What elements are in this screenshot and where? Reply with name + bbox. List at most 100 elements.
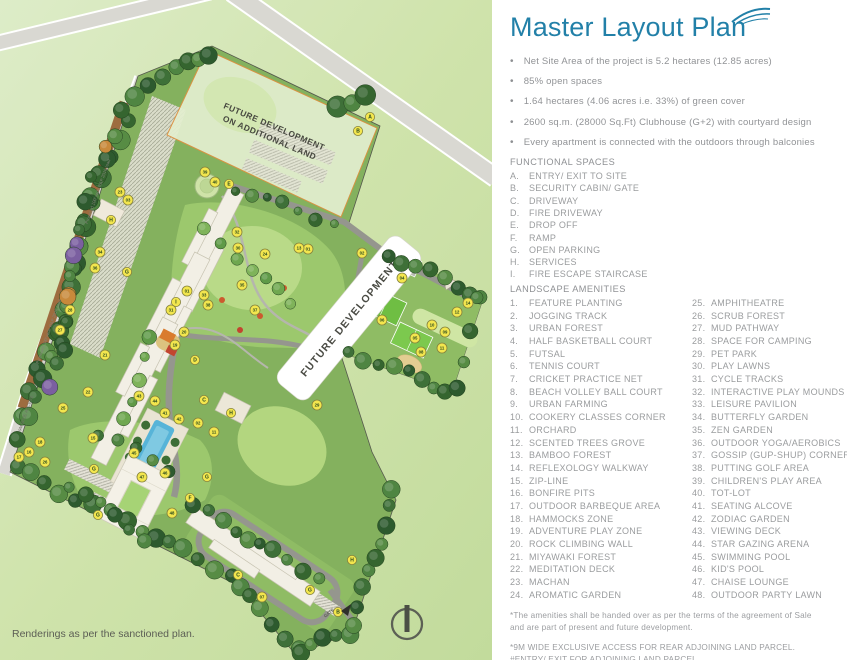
item-number: 39.: [692, 475, 706, 486]
amenity-item: 6. TENNIS COURT: [510, 360, 841, 373]
item-label: DRIVEWAY: [529, 195, 579, 206]
item-label: FIRE DRIVEWAY: [529, 207, 603, 218]
bullet-text: 1.64 hectares (4.06 acres i.e. 33%) of g…: [523, 96, 745, 108]
map-badge: 17: [13, 451, 25, 463]
item-key: D.: [510, 207, 520, 218]
svg-text:39: 39: [203, 170, 208, 175]
svg-text:21: 21: [103, 353, 108, 358]
map-badge: 13: [293, 242, 305, 254]
svg-text:10: 10: [430, 323, 435, 328]
map-badge: G: [201, 471, 212, 482]
svg-text:29: 29: [315, 403, 320, 408]
item-label: ORCHARD: [529, 424, 577, 435]
item-label: AMPHITHEATRE: [711, 297, 785, 308]
map-badge: I: [170, 296, 181, 307]
svg-text:40: 40: [213, 180, 218, 185]
map-badge: 27: [54, 324, 66, 336]
item-number: 11.: [510, 424, 523, 435]
item-label: MEDITATION DECK: [529, 564, 616, 575]
gate-label: GATE: [323, 607, 335, 618]
svg-text:37: 37: [253, 308, 258, 313]
map-badge: B: [352, 126, 363, 137]
amenities-column-2: 25. AMPHITHEATRE 26. SCRUB FOREST 27. MU…: [692, 297, 847, 602]
item-number: 3.: [510, 323, 519, 334]
map-badge: 10: [426, 319, 438, 331]
map-badge: 23: [114, 186, 126, 198]
functional-space-item: E. DROP OFF: [510, 219, 841, 231]
item-label: PET PARK: [711, 348, 758, 359]
item-number: 22.: [510, 564, 524, 575]
item-label: DROP OFF: [529, 220, 578, 231]
map-badge: 19: [169, 339, 181, 351]
functional-space-item: D. FIRE DRIVEWAY: [510, 207, 841, 219]
item-number: 29.: [692, 348, 706, 359]
map-badge: F: [184, 492, 195, 503]
map-badge: 28: [64, 304, 76, 316]
amenity-item: 30. PLAY LAWNS: [692, 360, 847, 373]
svg-text:H: H: [229, 411, 233, 417]
map-badge: 15: [87, 432, 99, 444]
item-number: 28.: [692, 336, 706, 347]
svg-text:G: G: [205, 475, 209, 481]
north-compass-icon: [390, 605, 424, 641]
item-number: 12.: [510, 437, 524, 448]
item-label: OUTDOOR YOGA/AEROBICS: [711, 437, 841, 448]
site-plan-map: FUTURE DEVELOPMENT FUTURE DEVELOPMENT ON…: [0, 0, 492, 660]
map-badge: 32: [231, 226, 243, 238]
map-badge: 09: [439, 326, 451, 338]
item-label: OPEN PARKING: [529, 244, 601, 255]
map-badge: 47: [136, 471, 148, 483]
amenity-item: 25. AMPHITHEATRE: [692, 297, 847, 310]
bullet-icon: •: [510, 136, 514, 148]
item-number: 15.: [510, 475, 524, 486]
map-badge: 03: [122, 194, 134, 206]
item-label: REFLEXOLOGY WALKWAY: [529, 462, 649, 473]
map-badge: 31: [165, 304, 177, 316]
item-label: PLAY LAWNS: [711, 361, 771, 372]
highlight-bullet-item: • Net Site Area of the project is 5.2 he…: [510, 56, 841, 67]
svg-text:45: 45: [132, 451, 137, 456]
item-label: GOSSIP (GUP-SHUP) CORNER: [711, 450, 847, 461]
svg-text:33: 33: [202, 293, 207, 298]
map-badge: 37: [249, 304, 261, 316]
svg-text:02: 02: [360, 251, 365, 256]
amenities-column-1: 1. FEATURE PLANTING 2. JOGGING TRACK 3. …: [510, 297, 841, 602]
map-badge: 46: [159, 467, 171, 479]
functional-space-item: H. SERVICES: [510, 256, 841, 268]
bullet-icon: •: [510, 76, 514, 88]
map-badge: 11: [208, 426, 220, 438]
svg-text:G: G: [308, 588, 312, 594]
item-key: G.: [510, 244, 521, 255]
map-badges: ABECCDFGGGGGHHHIB01010202030405060708091…: [13, 112, 474, 618]
svg-text:G: G: [96, 513, 100, 519]
svg-text:26: 26: [43, 460, 48, 465]
svg-text:46: 46: [163, 471, 168, 476]
amenity-item: 5. FUTSAL: [510, 347, 841, 360]
svg-text:27: 27: [58, 328, 63, 333]
item-label: JOGGING TRACK: [529, 310, 608, 321]
svg-text:B: B: [356, 129, 360, 135]
item-number: 31.: [692, 374, 706, 385]
svg-text:35: 35: [240, 283, 245, 288]
amenity-item: 29. PET PARK: [692, 347, 847, 360]
item-label: BEACH VOLLEY BALL COURT: [529, 386, 663, 397]
item-label: OUTDOOR BARBEQUE AREA: [529, 500, 661, 511]
functional-space-item: C. DRIVEWAY: [510, 195, 841, 207]
item-number: 14.: [510, 462, 524, 473]
item-number: 32.: [692, 386, 706, 397]
bullet-icon: •: [510, 56, 514, 67]
svg-text:B: B: [336, 610, 340, 616]
item-label: CYCLE TRACKS: [711, 374, 784, 385]
svg-text:09: 09: [443, 330, 448, 335]
amenity-item: 7. CRICKET PRACTICE NET: [510, 373, 841, 386]
item-key: B.: [510, 183, 520, 194]
map-badge: 02: [356, 247, 368, 259]
info-panel: Master Layout Plan • Net Site Area of th…: [492, 0, 847, 660]
svg-text:12: 12: [455, 310, 460, 315]
amenity-item: 1. FEATURE PLANTING: [510, 297, 841, 310]
item-number: 1.: [510, 297, 519, 308]
amenity-item: 23. MACHAN: [510, 576, 841, 589]
map-badge: 01: [181, 285, 193, 297]
amenity-item: 31. CYCLE TRACKS: [692, 373, 847, 386]
item-label: SEATING ALCOVE: [711, 500, 793, 511]
